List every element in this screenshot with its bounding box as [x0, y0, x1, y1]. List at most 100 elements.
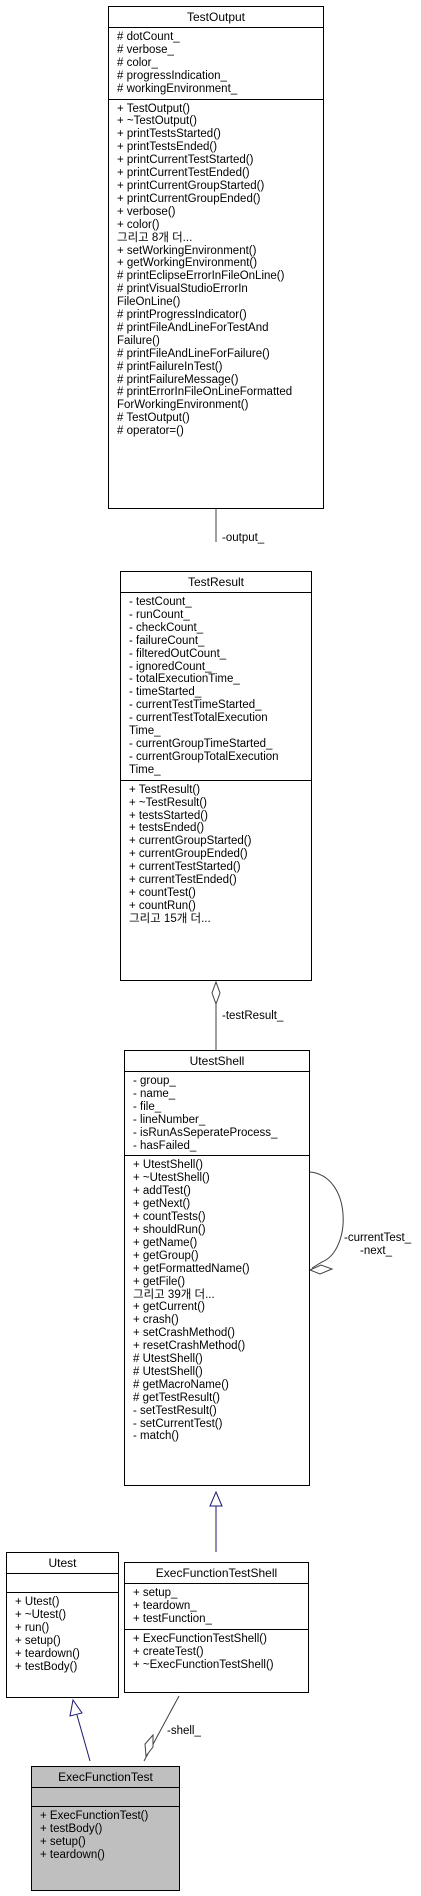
edge-label-output: -output_: [222, 532, 265, 544]
operation-row: 그리고 39개 더...: [133, 1288, 215, 1301]
shell-inheritance-arrow: [209, 1490, 223, 1507]
operation-row: + ExecFunctionTestShell(): [133, 1632, 267, 1645]
operation-row: # printErrorInFileOnLineFormatted ForWor…: [117, 386, 293, 412]
operation-row: + getWorkingEnvironment(): [117, 257, 258, 270]
operation-row: # operator=(): [117, 425, 184, 438]
edge-label-next: -next_: [360, 1245, 392, 1257]
operation-row: + getName(): [133, 1236, 198, 1249]
attributes-section: [32, 1788, 179, 1807]
class-box-execfunctiontestshell[interactable]: ExecFunctionTestShell + setup_+ teardown…: [124, 1562, 309, 1693]
attribute-row: - ignoredCount_: [129, 660, 212, 673]
operation-row: + TestResult(): [129, 783, 201, 796]
operation-row: + setWorkingEnvironment(): [117, 244, 257, 257]
operation-row: + ~UtestShell(): [133, 1172, 210, 1185]
attributes-section: # dotCount_# verbose_# color_# progressI…: [109, 28, 323, 100]
edge-label-testresult: -testResult_: [222, 1010, 284, 1022]
class-box-testoutput[interactable]: TestOutput # dotCount_# verbose_# color_…: [108, 6, 324, 509]
operation-row: + printCurrentTestEnded(): [117, 167, 250, 180]
shell-aggregation-diamond: [144, 1733, 154, 1758]
attribute-row: - testCount_: [129, 596, 192, 608]
class-box-utestshell[interactable]: UtestShell - group_- name_- file_- lineN…: [124, 1050, 310, 1486]
operation-row: + getFormattedName(): [133, 1262, 250, 1275]
operation-row: # UtestShell(): [133, 1365, 203, 1378]
operation-row: + addTest(): [133, 1185, 191, 1198]
operations-section: + TestOutput()+ ~TestOutput()+ printTest…: [109, 100, 323, 442]
operation-row: + testBody(): [40, 1822, 103, 1835]
edge-label-current-test: -currentTest_: [344, 1232, 412, 1244]
testresult-aggregation-diamond: [211, 980, 221, 1006]
operation-row: + countTests(): [133, 1211, 206, 1224]
attribute-row: # dotCount_: [117, 31, 180, 43]
utest-inheritance-arrow: [69, 1698, 83, 1717]
attribute-row: - timeStarted_: [129, 686, 202, 699]
attributes-section: - group_- name_- file_- lineNumber_- isR…: [125, 1072, 309, 1157]
attribute-row: - currentGroupTimeStarted_: [129, 737, 273, 750]
class-box-utest[interactable]: Utest + Utest()+ ~Utest()+ run()+ setup(…: [6, 1552, 119, 1698]
attribute-row: + setup_: [133, 1587, 178, 1599]
operation-row: # printEclipseErrorInFileOnLine(): [117, 270, 285, 283]
operation-row: + ~TestOutput(): [117, 115, 197, 128]
operation-row: + ExecFunctionTest(): [40, 1810, 149, 1822]
operation-row: + countTest(): [129, 886, 196, 899]
attribute-row: - failureCount_: [129, 634, 205, 647]
operation-row: + shouldRun(): [133, 1223, 206, 1236]
operation-row: + setup(): [40, 1835, 86, 1848]
attribute-row: # workingEnvironment_: [117, 82, 238, 95]
operation-row: # printProgressIndicator(): [117, 309, 247, 322]
operation-row: + ~ExecFunctionTestShell(): [133, 1658, 274, 1671]
operation-row: + currentGroupStarted(): [129, 835, 252, 848]
class-title: TestOutput: [109, 7, 323, 28]
class-title: TestResult: [121, 572, 311, 593]
operation-row: + teardown(): [15, 1647, 80, 1660]
operation-row: + testBody(): [15, 1660, 78, 1673]
operation-row: + currentTestStarted(): [129, 861, 241, 874]
operation-row: + printTestsStarted(): [117, 128, 221, 141]
operations-section: + ExecFunctionTest()+ testBody()+ setup(…: [32, 1807, 179, 1865]
class-box-testresult[interactable]: TestResult - testCount_- runCount_- chec…: [120, 571, 312, 981]
attribute-row: - totalExecutionTime_: [129, 673, 240, 686]
operation-row: - match(): [133, 1430, 179, 1443]
operation-row: + countRun(): [129, 899, 196, 912]
operation-row: + testsEnded(): [129, 822, 205, 835]
operation-row: # printFailureInTest(): [117, 360, 223, 373]
operation-row: # printVisualStudioErrorIn FileOnLine(): [117, 283, 248, 309]
attribute-row: - currentTestTimeStarted_: [129, 699, 262, 712]
operations-section: + TestResult()+ ~TestResult()+ testsStar…: [121, 781, 311, 929]
attributes-section: + setup_+ teardown_+ testFunction_: [125, 1584, 308, 1630]
operation-row: + teardown(): [40, 1848, 105, 1861]
class-title: Utest: [7, 1553, 118, 1574]
attribute-row: - isRunAsSeperateProcess_: [133, 1126, 278, 1139]
operation-row: + ~Utest(): [15, 1608, 67, 1621]
operations-section: + Utest()+ ~Utest()+ run()+ setup()+ tea…: [7, 1593, 118, 1676]
operations-section: + ExecFunctionTestShell()+ createTest()+…: [125, 1630, 308, 1675]
self-association-line: [309, 1171, 344, 1269]
operation-row: # TestOutput(): [117, 412, 190, 425]
operation-row: + testsStarted(): [129, 809, 208, 822]
class-title: ExecFunctionTest: [32, 1767, 179, 1788]
attribute-row: - file_: [133, 1100, 162, 1113]
attribute-row: - checkCount_: [129, 621, 204, 634]
operation-row: + currentTestEnded(): [129, 874, 237, 887]
class-box-execfunctiontest[interactable]: ExecFunctionTest + ExecFunctionTest()+ t…: [31, 1766, 180, 1891]
attributes-section: - testCount_- runCount_- checkCount_- fa…: [121, 593, 311, 781]
operation-row: # getTestResult(): [133, 1391, 220, 1404]
attribute-row: # verbose_: [117, 43, 174, 56]
operation-row: + createTest(): [133, 1645, 204, 1658]
attribute-row: + testFunction_: [133, 1612, 212, 1625]
operation-row: + UtestShell(): [133, 1159, 203, 1172]
operations-section: + UtestShell()+ ~UtestShell()+ addTest()…: [125, 1156, 309, 1446]
class-title: UtestShell: [125, 1051, 309, 1072]
operation-row: # printFailureMessage(): [117, 373, 239, 386]
operation-row: + setCrashMethod(): [133, 1327, 235, 1340]
operation-row: + printCurrentTestStarted(): [117, 154, 254, 167]
attribute-row: - group_: [133, 1075, 176, 1087]
attribute-row: - runCount_: [129, 608, 190, 621]
operation-row: - setCurrentTest(): [133, 1417, 223, 1430]
utest-inheritance-line: [76, 1714, 91, 1762]
operation-row: # printFileAndLineForFailure(): [117, 347, 270, 360]
operation-row: - setTestResult(): [133, 1404, 217, 1417]
operation-row: + TestOutput(): [117, 102, 190, 115]
operation-row: + getGroup(): [133, 1249, 199, 1262]
operation-row: + verbose(): [117, 205, 176, 218]
